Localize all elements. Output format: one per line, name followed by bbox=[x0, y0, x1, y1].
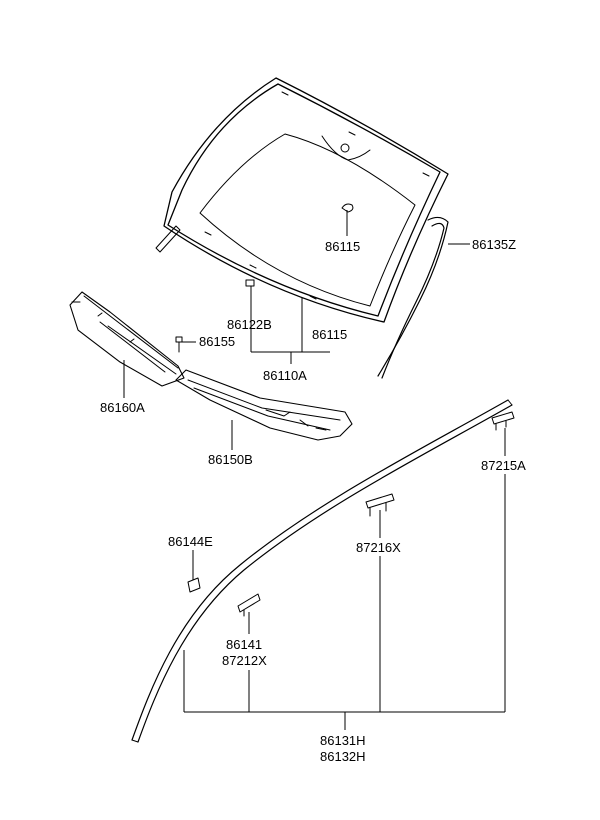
callout-86132H: 86132H bbox=[320, 749, 366, 764]
clip-86144E bbox=[187, 577, 201, 593]
callout-86144E: 86144E bbox=[168, 534, 213, 549]
callout-86135Z: 86135Z bbox=[472, 237, 516, 252]
callout-87215A: 87215A bbox=[481, 458, 526, 473]
cowl-top-cover-right bbox=[175, 369, 353, 441]
callout-87216X: 87216X bbox=[356, 540, 401, 555]
clip-86155 bbox=[175, 336, 183, 353]
callout-86122B: 86122B bbox=[227, 317, 272, 332]
callout-86155: 86155 bbox=[199, 334, 235, 349]
windshield-side-moulding bbox=[377, 216, 449, 379]
callout-87212X: 87212X bbox=[222, 653, 267, 668]
callout-86160A: 86160A bbox=[100, 400, 145, 415]
clip-87215A bbox=[491, 411, 515, 431]
windshield-glass bbox=[155, 77, 449, 323]
cowl-top-cover-left bbox=[69, 291, 185, 387]
callout-86115-bottom: 86115 bbox=[312, 327, 347, 342]
clip-86141 bbox=[237, 593, 261, 617]
callout-86141: 86141 bbox=[226, 637, 262, 652]
callout-86150B: 86150B bbox=[208, 452, 253, 467]
roof-pillar-moulding bbox=[131, 399, 513, 743]
callout-86131H: 86131H bbox=[320, 733, 366, 748]
clip-87216X bbox=[365, 493, 395, 517]
callout-86115-top: 86115 bbox=[325, 239, 360, 254]
leader-lines bbox=[123, 210, 506, 730]
callout-86110A: 86110A bbox=[263, 368, 307, 383]
